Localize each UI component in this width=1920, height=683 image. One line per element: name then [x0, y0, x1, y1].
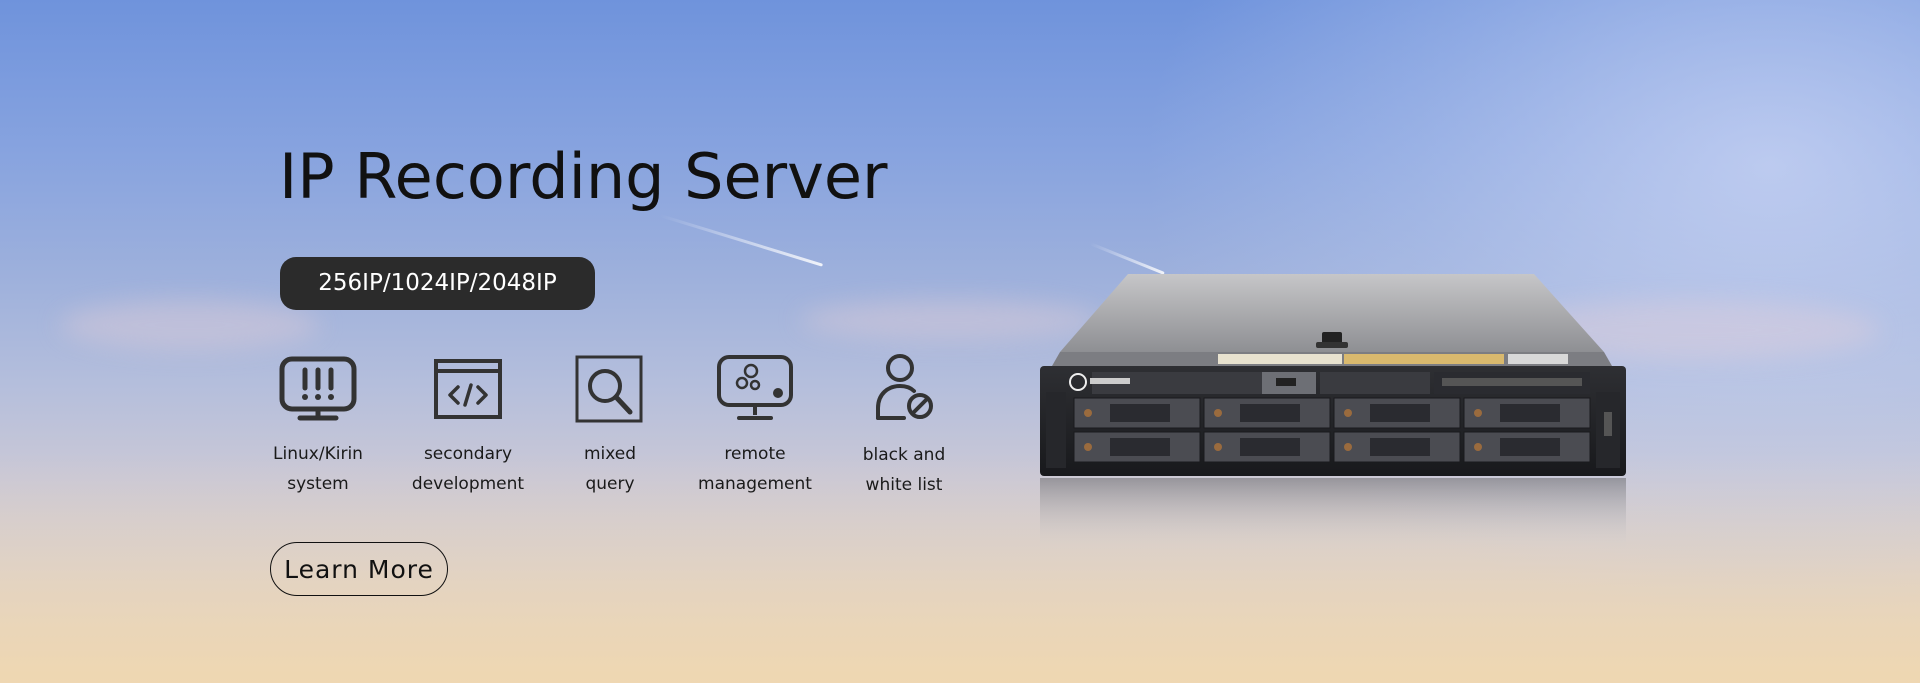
feature-label: Linux/Kirin system [273, 444, 363, 494]
feature-black-white-list: black and white list [829, 352, 979, 500]
rack-server-image [1040, 274, 1626, 550]
feature-label: secondary development [411, 444, 525, 494]
contrail [659, 214, 824, 267]
capacity-badge: 256IP/1024IP/2048IP [280, 257, 595, 310]
warning-monitor-icon [279, 356, 357, 421]
remote-monitor-icon [717, 355, 793, 420]
cloud [60, 300, 320, 350]
cloud [800, 300, 1100, 340]
feature-remote-management: remote management [680, 355, 830, 499]
code-window-icon [434, 359, 502, 419]
feature-mixed-query: mixed query [535, 355, 685, 499]
user-block-icon [876, 354, 933, 420]
feature-label: mixed query [583, 444, 637, 494]
feature-secondary-development: secondary development [393, 355, 543, 499]
feature-linux-kirin: Linux/Kirin system [243, 355, 393, 499]
page-title: IP Recording Server [279, 140, 888, 213]
magnifier-icon [575, 355, 643, 423]
learn-more-button[interactable]: Learn More [270, 542, 448, 596]
feature-label: black and white list [862, 445, 946, 495]
feature-label: remote management [698, 444, 812, 494]
